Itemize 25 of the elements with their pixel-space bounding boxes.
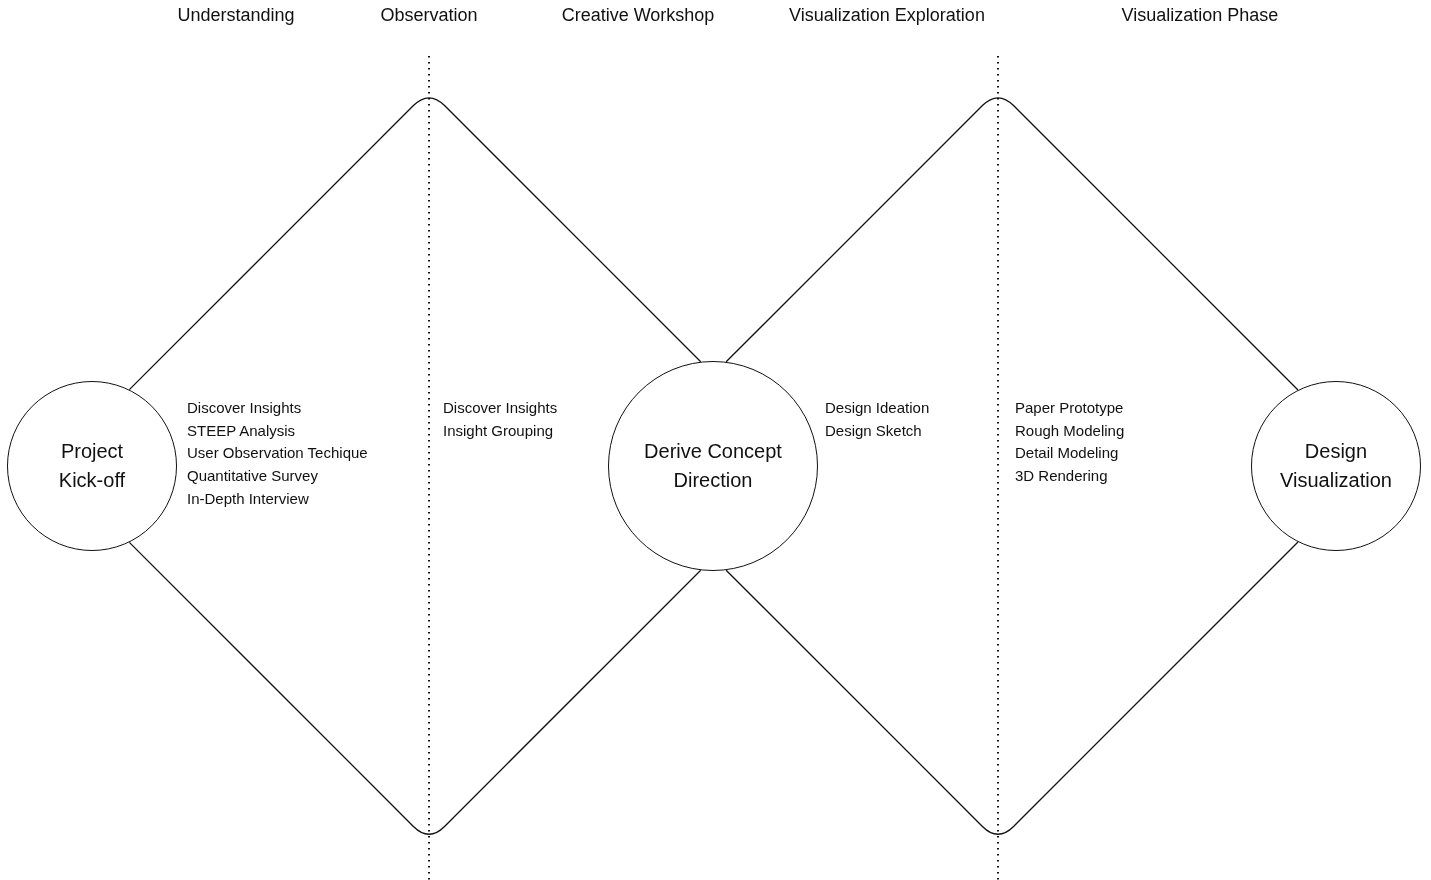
method-item: Quantitative Survey [187, 467, 318, 486]
phase-heading: Creative Workshop [561, 5, 715, 26]
node-label: Design Visualization [1279, 439, 1393, 493]
method-item: Rough Modeling [1015, 421, 1125, 440]
method-item: STEEP Analysis [187, 421, 296, 440]
phase-heading: Visualization Exploration [789, 5, 985, 26]
method-item: Design Sketch [825, 421, 922, 440]
method-item: Insight Grouping [443, 421, 554, 440]
connector-line [725, 541, 1299, 835]
connector-line [725, 97, 1299, 391]
method-item: In-Depth Interview [187, 489, 309, 508]
method-item: 3D Rendering [1015, 467, 1108, 486]
phase-heading: Observation [380, 5, 478, 26]
connector-line [128, 97, 702, 391]
method-item: Discover Insights [187, 399, 302, 417]
method-item: Design Ideation [825, 399, 930, 417]
phase-heading: Understanding [177, 5, 295, 26]
node-label: Derive Concept Direction [643, 439, 783, 493]
node-label: Project Kick-off [57, 439, 127, 493]
method-item: Detail Modeling [1015, 444, 1119, 463]
method-item: Discover Insights [443, 399, 558, 417]
connector-line [128, 541, 702, 835]
method-item: Paper Prototype [1015, 399, 1124, 417]
phase-heading: Visualization Phase [1121, 5, 1279, 26]
method-item: User Observation Techique [187, 444, 368, 463]
